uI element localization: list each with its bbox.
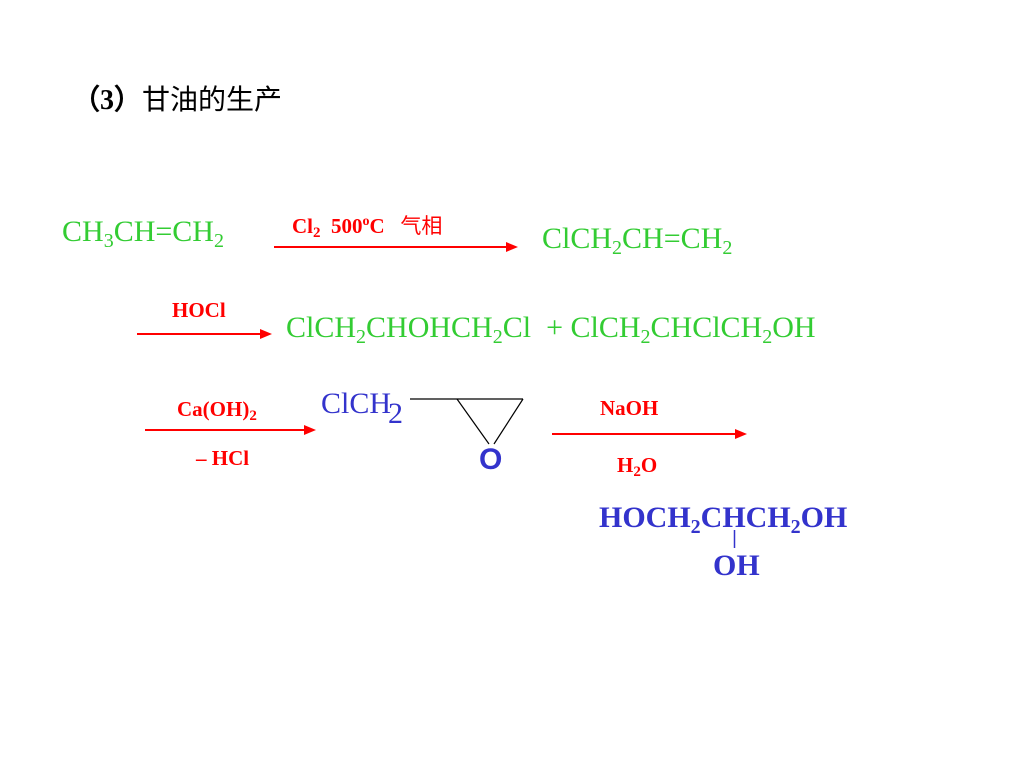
reaction-arrow-4 (552, 429, 747, 439)
title-number: （3） (72, 85, 143, 116)
plus-sign: + (546, 311, 563, 344)
reaction-arrow-1 (274, 242, 518, 252)
glycerol-branch-oh: OH (713, 549, 760, 582)
dichlorohydrin-products: ClCH2CHOHCH2Cl + ClCH2CHClCH2OH (286, 311, 816, 348)
page-title: （3）甘油的生产 (72, 78, 282, 118)
title-text: 甘油的生产 (142, 85, 283, 116)
reaction-arrow-2 (137, 329, 272, 339)
glycerol-branch-bond (733, 530, 736, 548)
propene-formula: CH3CH=CH2 (62, 215, 224, 252)
water-reagent: H2O (617, 453, 658, 480)
calcium-hydroxide-reagent: Ca(OH)2 (177, 397, 257, 424)
chlorination-condition: Cl2 500oC 气相 (292, 214, 443, 241)
allyl-chloride-formula: ClCH2CH=CH2 (542, 222, 733, 259)
epoxide-oxygen: O (479, 443, 503, 476)
epichlorohydrin-formula: ClCH2 (321, 387, 404, 430)
epoxide-ring (410, 398, 524, 445)
hocl-reagent: HOCl (172, 298, 226, 322)
reaction-arrow-3 (145, 425, 316, 435)
naoh-reagent: NaOH (600, 396, 659, 420)
minus-hcl-label: – HCl (196, 446, 250, 470)
glycerol-formula: HOCH2CHCH2OH (599, 501, 848, 538)
